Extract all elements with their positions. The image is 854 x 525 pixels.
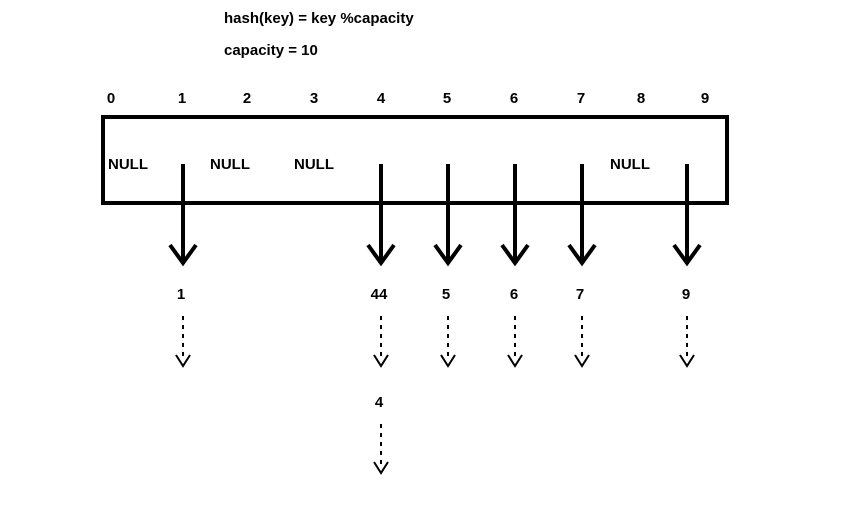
chain-arrow-slot6-0 — [507, 316, 523, 368]
chain-value-slot5-0: 5 — [441, 286, 451, 303]
hash-function-formula: hash(key) = key %capacity — [224, 10, 414, 27]
slot-content-0: NULL — [108, 156, 148, 173]
array-box — [101, 115, 729, 205]
slot-arrow-1 — [168, 164, 198, 267]
slot-arrow-5 — [433, 164, 463, 267]
slot-content-8: NULL — [610, 156, 650, 173]
chain-value-slot6-0: 6 — [509, 286, 519, 303]
chain-value-slot1-0: 1 — [176, 286, 186, 303]
index-label-1: 1 — [177, 90, 187, 107]
slot-arrow-4 — [366, 164, 396, 267]
chain-arrow-slot4-1 — [373, 424, 389, 475]
index-label-0: 0 — [106, 90, 116, 107]
index-label-2: 2 — [242, 90, 252, 107]
index-label-8: 8 — [636, 90, 646, 107]
chain-arrow-slot1-0 — [175, 316, 191, 368]
slot-content-3: NULL — [294, 156, 334, 173]
index-label-9: 9 — [700, 90, 710, 107]
capacity-formula: capacity = 10 — [224, 42, 318, 59]
index-label-4: 4 — [376, 90, 386, 107]
chain-arrow-slot7-0 — [574, 316, 590, 368]
chain-value-slot4-1: 4 — [374, 394, 384, 411]
slot-content-2: NULL — [210, 156, 250, 173]
chain-arrow-slot4-0 — [373, 316, 389, 368]
index-label-5: 5 — [442, 90, 452, 107]
index-label-3: 3 — [309, 90, 319, 107]
chain-arrow-slot5-0 — [440, 316, 456, 368]
chain-value-slot4-0: 44 — [370, 286, 388, 303]
index-label-7: 7 — [576, 90, 586, 107]
slot-arrow-7 — [567, 164, 597, 267]
chain-arrow-slot9-0 — [679, 316, 695, 368]
slot-arrow-9 — [672, 164, 702, 267]
chain-value-slot9-0: 9 — [681, 286, 691, 303]
chain-value-slot7-0: 7 — [575, 286, 585, 303]
slot-arrow-6 — [500, 164, 530, 267]
index-label-6: 6 — [509, 90, 519, 107]
